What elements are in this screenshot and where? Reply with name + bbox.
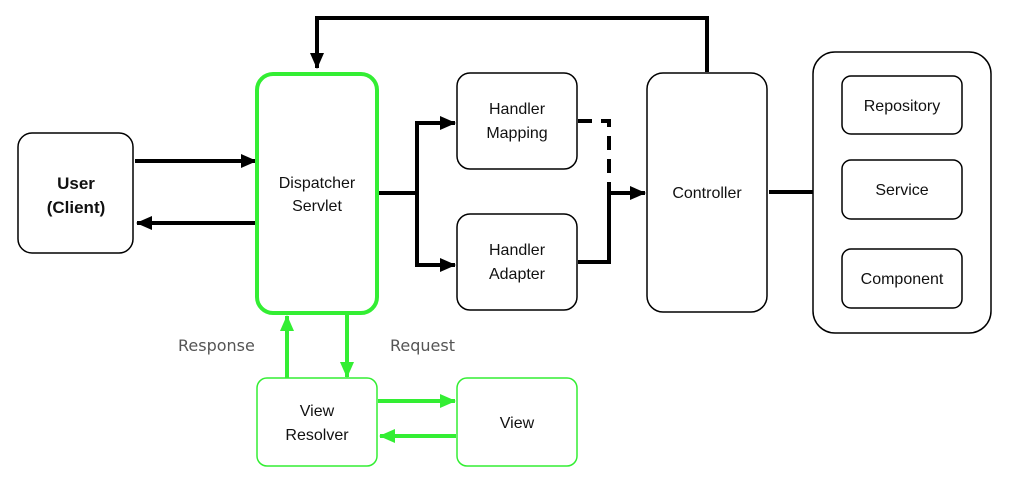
node-view-resolver: View Resolver [256,377,378,467]
node-controller: Controller [646,72,768,313]
edge-dispatcher-to-handler-mapping [378,116,456,195]
node-handler-adapter-line-2: Adapter [489,266,546,283]
node-handler-mapping: Handler Mapping [456,72,578,170]
node-controller-label: Controller [672,185,742,202]
node-handler-mapping-line-1: Handler [489,101,546,118]
node-handler-adapter-line-1: Handler [489,242,546,259]
node-handler-adapter: Handler Adapter [456,213,578,311]
node-dispatcher-line-1: Dispatcher [279,175,356,192]
node-user-line-1: User [57,174,95,193]
label-request: Request [390,336,455,355]
edge-dispatcher-to-handler-adapter [415,193,456,272]
node-dispatcher-line-2: Servlet [292,198,342,215]
node-view-label: View [500,415,535,432]
node-component-label: Component [861,271,944,288]
node-view-resolver-line-1: View [300,403,335,420]
node-user-line-2: (Client) [47,198,106,217]
node-component: Component [841,248,963,309]
node-dispatcher-servlet: Dispatcher Servlet [255,72,379,315]
node-repository-label: Repository [864,98,940,115]
label-response: Response [178,336,255,355]
node-repository: Repository [841,75,963,135]
node-view-resolver-line-2: Resolver [285,427,349,444]
edge-handler-adapter-to-controller [578,186,646,264]
edge-controller-to-dispatcher [310,16,709,72]
node-service: Service [841,159,963,220]
node-service-label: Service [875,182,928,199]
node-user-client: User (Client) [17,132,134,254]
edge-handler-mapping-to-controller [578,119,645,195]
node-handler-mapping-line-2: Mapping [486,125,547,142]
node-view: View [456,377,578,467]
